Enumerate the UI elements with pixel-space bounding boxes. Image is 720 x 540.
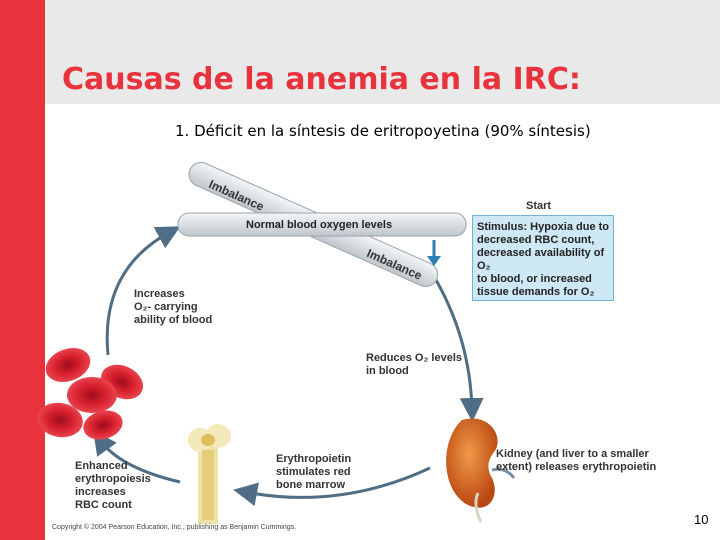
page-number: 10 [694, 512, 709, 527]
increases-o2-label: Increases O₂- carrying ability of blood [134, 288, 213, 326]
enhanced-erythropoiesis-label: Enhanced erythropoiesis increases RBC co… [75, 460, 151, 511]
bone-marrow-image [188, 424, 231, 524]
normal-level-bar [177, 212, 467, 237]
title-band [45, 0, 720, 104]
kidney-image [446, 418, 516, 523]
copyright-notice: Copyright © 2004 Pearson Education, Inc.… [52, 524, 297, 531]
red-blood-cells-image [37, 348, 144, 440]
slide-title: Causas de la anemia en la IRC: [62, 62, 581, 97]
normal-level-label: Normal blood oxygen levels [246, 219, 393, 231]
stimulus-box: Stimulus: Hypoxia due to decreased RBC c… [472, 215, 614, 301]
slide-subtitle: 1. Déficit en la síntesis de eritropoyet… [175, 122, 591, 140]
erythropoietin-label: Erythropoietin stimulates red bone marro… [276, 453, 352, 491]
cycle-arrow-bottom-right [233, 466, 431, 507]
left-accent-bar [0, 0, 45, 540]
cycle-arrow-left [105, 226, 181, 356]
stimulus-text: Stimulus: Hypoxia due to decreased RBC c… [477, 221, 610, 298]
kidney-label: Kidney (and liver to a smaller extent) r… [496, 448, 657, 473]
reduces-o2-label: Reduces O₂ levels in blood [366, 352, 462, 377]
start-label: Start [526, 200, 552, 212]
cycle-arrow-bottom-left [93, 430, 181, 484]
